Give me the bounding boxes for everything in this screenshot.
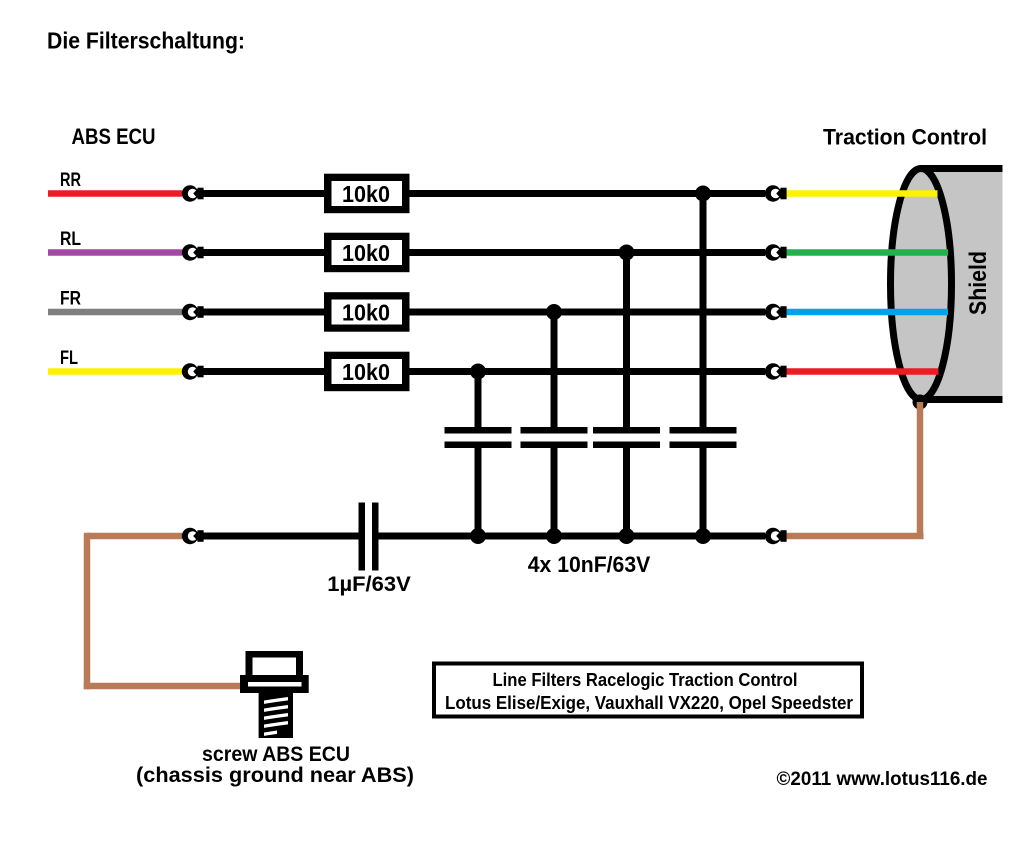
svg-text:RR: RR — [60, 170, 81, 191]
svg-text:RL: RL — [60, 229, 81, 250]
svg-text:Lotus Elise/Exige, Vauxhall VX: Lotus Elise/Exige, Vauxhall VX220, Opel … — [445, 692, 853, 713]
svg-text:Shield: Shield — [965, 251, 992, 315]
svg-text:4x 10nF/63V: 4x 10nF/63V — [528, 552, 651, 577]
svg-text:FL: FL — [60, 348, 78, 369]
svg-text:10k0: 10k0 — [342, 181, 390, 207]
svg-text:FR: FR — [60, 289, 81, 310]
svg-text:ABS ECU: ABS ECU — [72, 124, 156, 149]
svg-text:screw ABS ECU: screw ABS ECU — [202, 743, 350, 766]
svg-text:©2011 www.lotus116.de: ©2011 www.lotus116.de — [777, 768, 988, 790]
svg-text:Line Filters Racelogic Tractio: Line Filters Racelogic Traction Control — [493, 670, 798, 690]
svg-text:1µF/63V: 1µF/63V — [327, 573, 411, 596]
svg-text:(chassis ground near ABS): (chassis ground near ABS) — [136, 764, 414, 787]
svg-text:Traction Control: Traction Control — [823, 125, 987, 150]
svg-text:10k0: 10k0 — [342, 240, 390, 266]
svg-text:10k0: 10k0 — [342, 359, 390, 385]
svg-text:Die Filterschaltung:: Die Filterschaltung: — [47, 28, 245, 54]
svg-text:10k0: 10k0 — [342, 300, 390, 326]
